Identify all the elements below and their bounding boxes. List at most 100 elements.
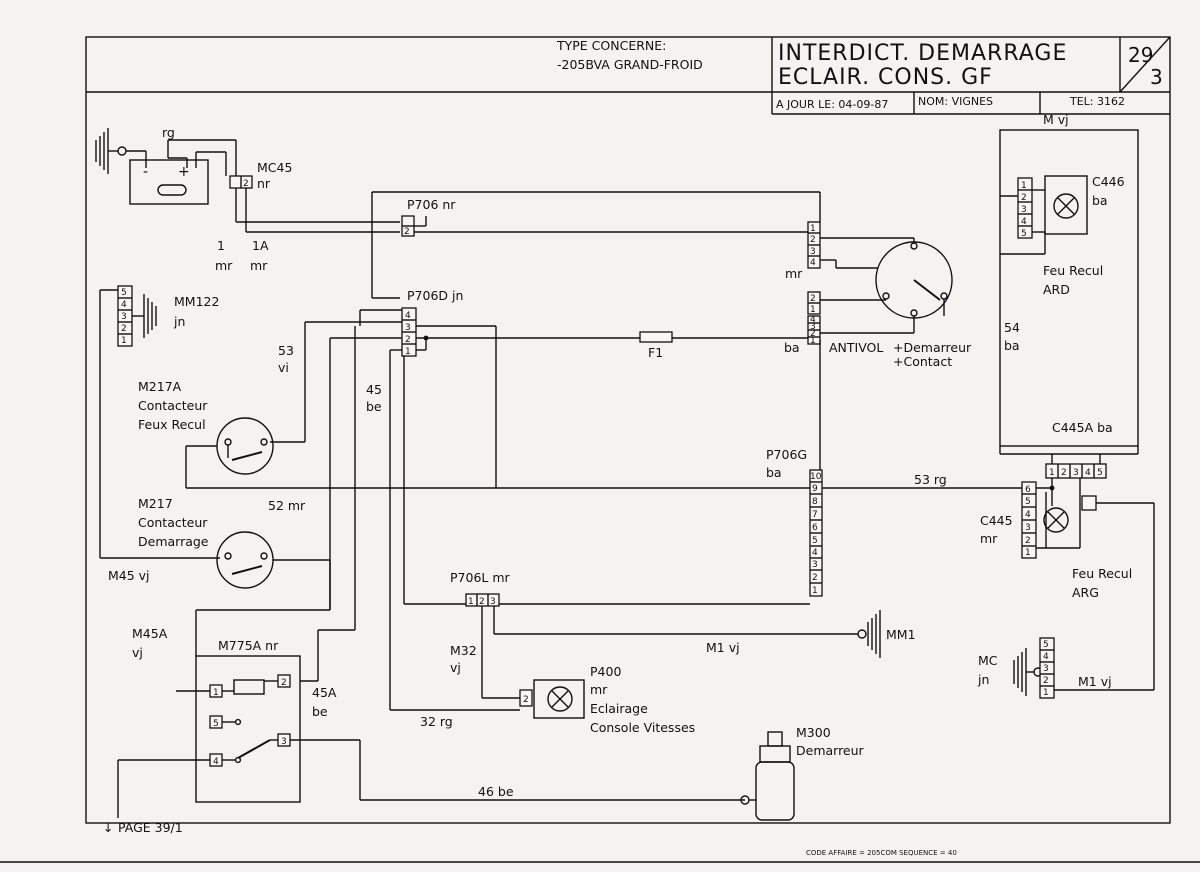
c445a-label: C445A ba: [1052, 420, 1113, 435]
p706g-pin-7: 7: [812, 510, 818, 520]
p706-label: P706 nr: [407, 197, 456, 212]
c445-pin-4: 4: [1025, 510, 1031, 520]
c445-pin-5: 5: [1025, 497, 1031, 507]
m1vj-label: M1 vj: [706, 640, 740, 655]
antivol-bot-pin-2: 3: [810, 322, 816, 332]
c446-label: C446: [1092, 174, 1125, 189]
m300-desc: Demarreur: [796, 743, 865, 758]
m775a-pin-2: 2: [281, 678, 287, 688]
c445a-pin-3: 3: [1073, 468, 1079, 478]
antivol-top-pin-1: 1: [810, 224, 816, 234]
title-line-2: ECLAIR. CONS. GF: [778, 65, 993, 90]
m32-label: M32: [450, 643, 477, 658]
m217-desc-2: Demarrage: [138, 534, 209, 549]
c445a-pin-1: 1: [1049, 468, 1055, 478]
p706g-pin-2: 2: [812, 573, 818, 583]
p706g-pin-8: 8: [812, 497, 818, 507]
c445-pin-2: 2: [1025, 536, 1031, 546]
mc-pin-3: 3: [1043, 664, 1049, 674]
connector-p706l: P706L mr 1 2 3: [450, 570, 511, 607]
c446-pin-2: 2: [1021, 193, 1027, 203]
connector-p706g: P706G ba 1 2 3 4 5 6 7 8 9 10: [766, 447, 823, 597]
m45vj-label: M45 vj: [108, 568, 150, 583]
f1-label: F1: [648, 345, 663, 360]
mc-pin-2: 2: [1043, 676, 1049, 686]
p706d-label: P706D jn: [407, 288, 463, 303]
mm122-label: MM122: [174, 294, 219, 309]
mm122-pin-5: 5: [121, 288, 127, 298]
lamp-c445: 1 2 3 4 5 6 C445 mr Feu Recul ARG: [980, 478, 1155, 690]
m217-desc-1: Contacteur: [138, 515, 208, 530]
antivol-ba-label: ba: [784, 340, 800, 355]
wire-32rg-label: 32 rg: [420, 714, 453, 729]
antivol-top-pin-3: 3: [810, 247, 816, 257]
m1vj-right-label: M1 vj: [1078, 674, 1112, 689]
antivol-bot-pin-1: 4: [810, 315, 816, 325]
wire-52mr: 52 mr: [268, 498, 306, 513]
p706d-pin-4: 1: [405, 347, 411, 357]
mm122-jn-label: jn: [173, 314, 185, 329]
wire-1-colour: mr: [215, 258, 233, 273]
mc-jn-label: jn: [977, 672, 989, 687]
mvj-top-label: M vj: [1043, 112, 1069, 127]
p706d-pin-3: 2: [405, 335, 411, 345]
wire-45-num: 45: [366, 382, 382, 397]
c445-mr-label: mr: [980, 531, 998, 546]
mc-pin-4: 4: [1043, 652, 1049, 662]
mm122-pin-4: 4: [121, 300, 127, 310]
page-ref-label: PAGE 39/1: [118, 820, 183, 835]
mc-label: MC: [978, 653, 998, 668]
battery-minus: -: [143, 164, 148, 180]
date-field: A JOUR LE: 04-09-87: [776, 98, 888, 111]
p706g-ba-label: ba: [766, 465, 782, 480]
p400-pin: 2: [523, 695, 529, 705]
p400-mr-label: mr: [590, 682, 608, 697]
antivol-mid-pin-1: 2: [810, 294, 816, 304]
wire-46be-label: 46 be: [478, 784, 514, 799]
lamp-c446: M vj 5 4 3 2 1 C446 ba Feu Recul ARD 54 …: [999, 112, 1139, 447]
antivol-top-pin-2: 2: [810, 235, 816, 245]
m775a-pin-4: 4: [213, 757, 219, 767]
switch-m217a: M217A Contacteur Feux Recul 52 mr: [138, 326, 810, 513]
c446-ba-label: ba: [1092, 193, 1108, 208]
m775a-pin-1: 1: [213, 688, 219, 698]
connector-p706: P706 nr 2: [401, 197, 456, 237]
page-number-bottom: 3: [1150, 65, 1163, 89]
connector-c445a: C445A ba 1 2 3 4 5: [999, 420, 1139, 479]
footer-code: CODE AFFAIRE = 205COM SEQUENCE = 40: [806, 849, 957, 857]
feu-recul-ard-2: ARD: [1043, 282, 1070, 297]
mc-pin-5: 5: [1043, 640, 1049, 650]
antivol-switch: 1 2 3 4 mr 2 1 4 3 2 1 ba ANTIVOL +Demar: [784, 221, 972, 369]
p706g-label: P706G: [766, 447, 807, 462]
c446-pin-4: 4: [1021, 217, 1027, 227]
rg-top-label: rg: [162, 125, 175, 140]
p706d-pin-1: 4: [405, 311, 411, 321]
m217a-desc-1: Contacteur: [138, 398, 208, 413]
connector-mm122: 1 2 3 4 5 MM122 jn: [117, 285, 219, 347]
frame: [0, 36, 1200, 863]
c445-pin-3: 3: [1025, 523, 1031, 533]
feu-recul-arg-2: ARG: [1072, 585, 1099, 600]
arrow-down-icon: ↓: [103, 820, 113, 835]
m45a-label: M45A: [132, 626, 168, 641]
type-value: -205BVA GRAND-FROID: [557, 57, 703, 72]
p706d-pin-2: 3: [405, 323, 411, 333]
antivol-mr-label: mr: [785, 266, 803, 281]
m217-label: M217: [138, 496, 173, 511]
c445a-pin-2: 2: [1061, 468, 1067, 478]
mc45-pin: 2: [243, 179, 249, 189]
p706l-pin-2: 2: [479, 597, 485, 607]
mc45-label: MC45: [257, 160, 292, 175]
p706g-pin-5: 5: [812, 536, 818, 546]
title-block: TYPE CONCERNE: -205BVA GRAND-FROID INTER…: [556, 38, 1163, 111]
antivol-top-pin-4: 4: [810, 258, 816, 268]
mm122-pin-2: 2: [121, 324, 127, 334]
p400-label: P400: [590, 664, 621, 679]
switch-m217: M217 Contacteur Demarrage M45 vj: [108, 496, 331, 610]
wire-45-colour: be: [366, 399, 382, 414]
p706g-pin-4: 4: [812, 548, 818, 558]
c445a-pin-4: 4: [1085, 468, 1091, 478]
relay-m775a: M45A vj M775A nr 1 2 5 3 4 45A be: [117, 609, 745, 818]
c445a-pin-5: 5: [1097, 468, 1103, 478]
